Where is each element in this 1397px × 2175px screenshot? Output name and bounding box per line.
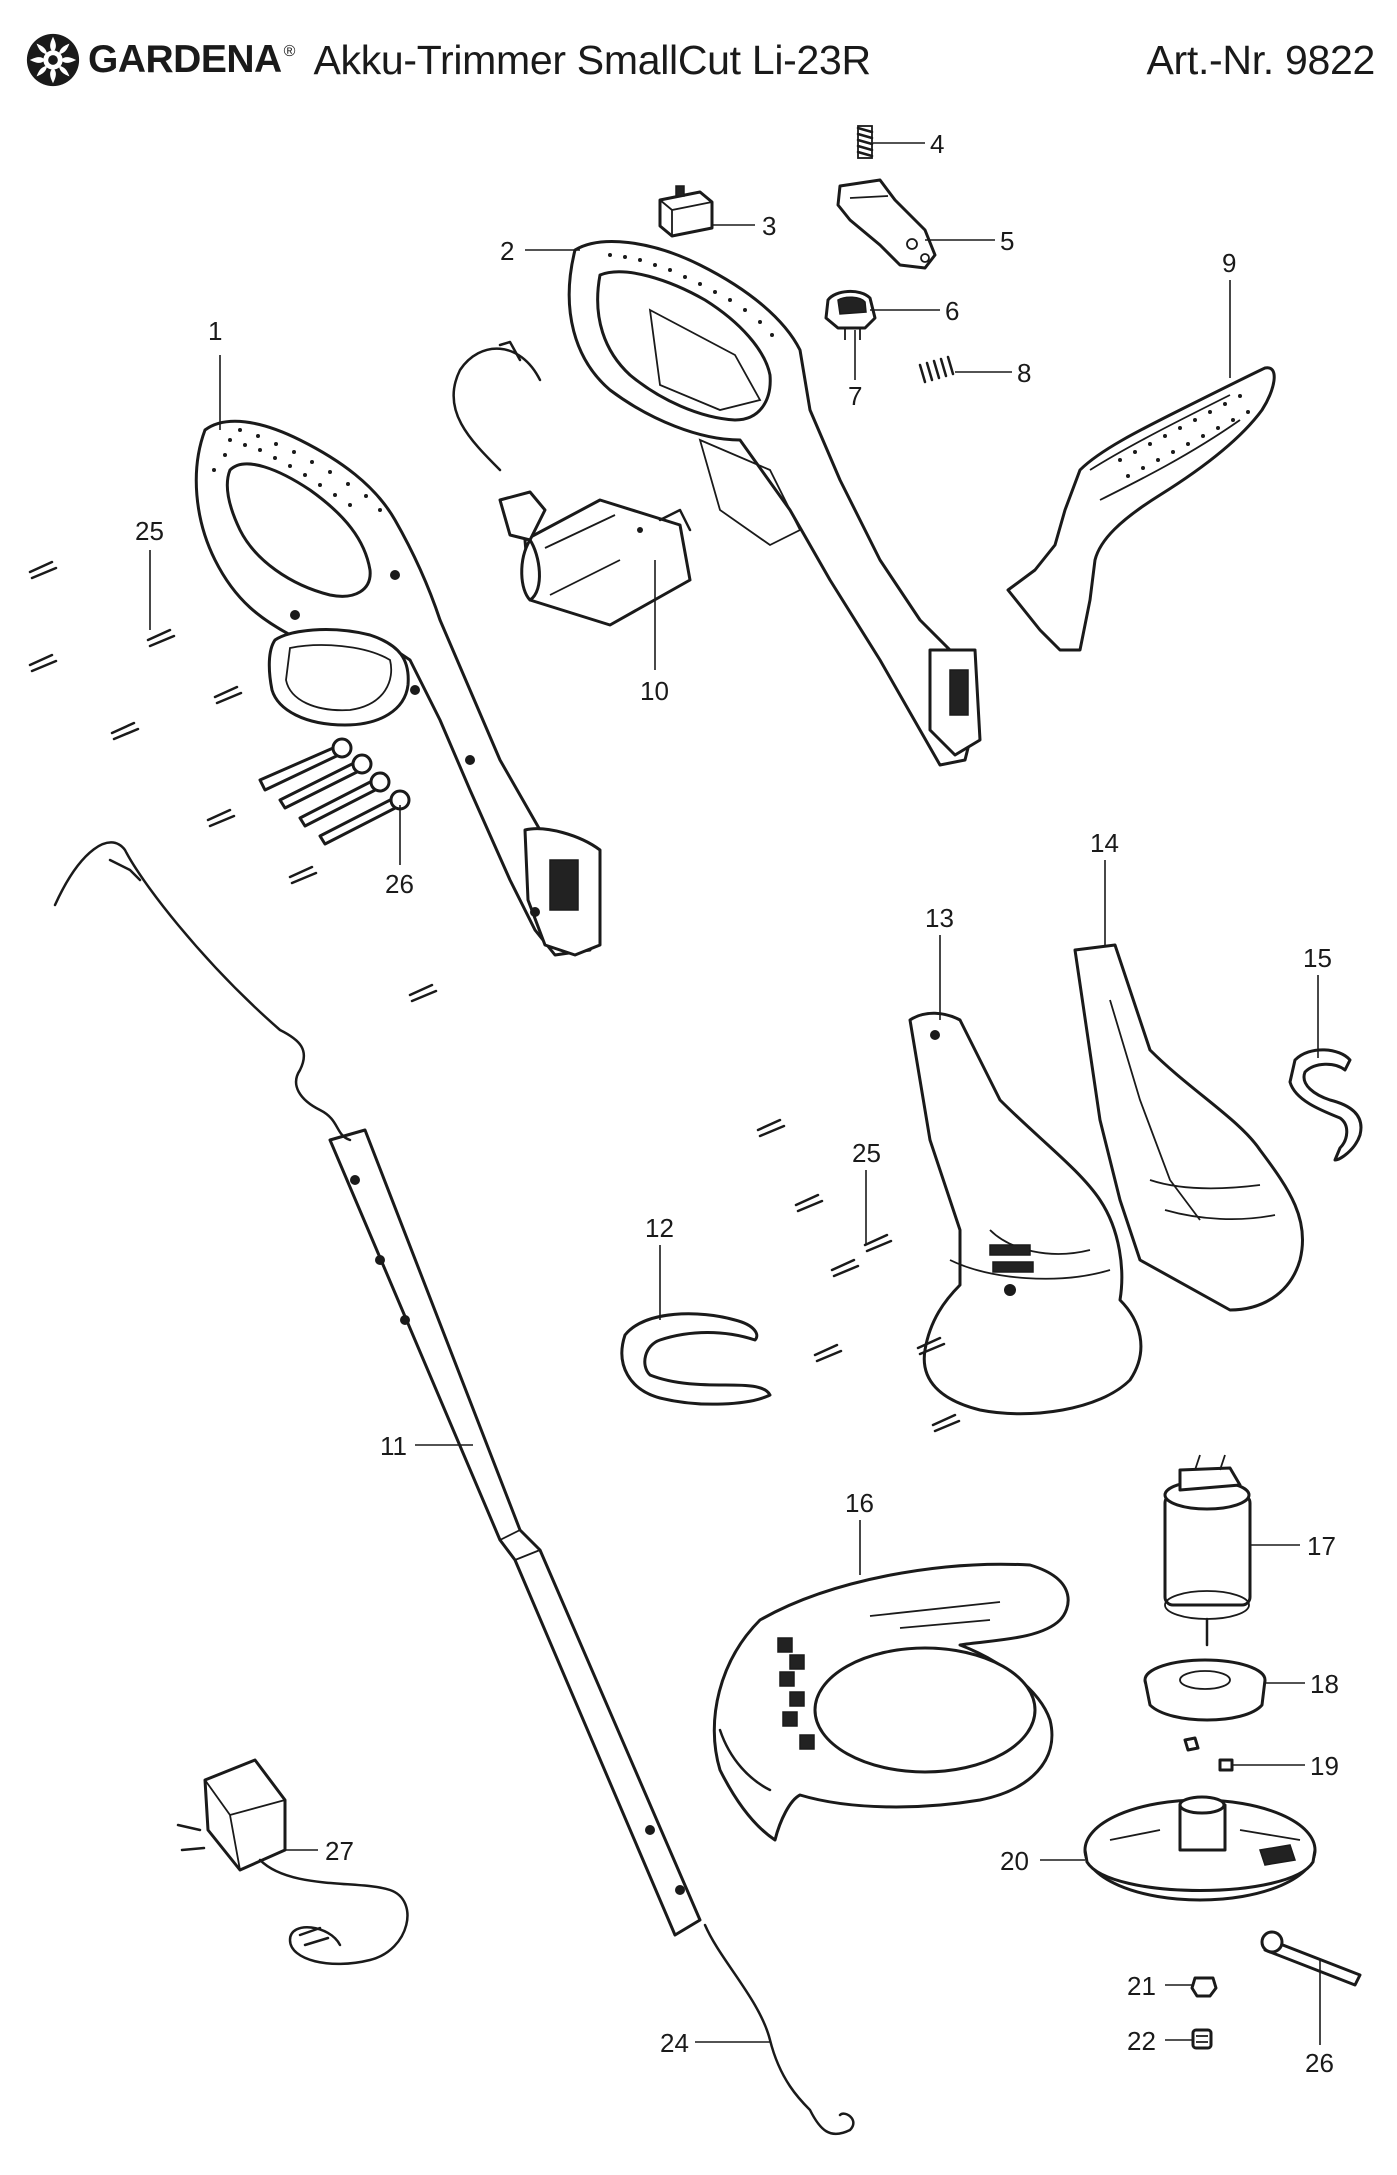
callout-26-lower: 26: [1305, 2048, 1334, 2078]
part-26-blade-lower: [1260, 1930, 1362, 1987]
callout-6: 6: [945, 296, 959, 326]
part-24-lower-wire: [703, 1923, 855, 2136]
part-9-grip-cover: [1006, 366, 1276, 652]
leader-lines: [149, 142, 1321, 2045]
gardena-flower-logo-icon: [26, 33, 80, 87]
part-2-handle-right-shell: [567, 240, 982, 767]
part-10-battery-pack: [452, 340, 692, 627]
callout-22: 22: [1127, 2026, 1156, 2056]
part-11-shaft-tube: [328, 1128, 702, 1937]
callout-19: 19: [1310, 1751, 1339, 1781]
part-15-clip: [1288, 1048, 1363, 1162]
part-21-nut: [1190, 1976, 1218, 1998]
screws-group-upper: [28, 560, 438, 1003]
callout-13: 13: [925, 903, 954, 933]
callout-4: 4: [930, 129, 944, 159]
callout-9: 9: [1222, 248, 1236, 278]
callout-1: 1: [208, 316, 222, 346]
callout-26-upper: 26: [385, 869, 414, 899]
part-19-screws: [1183, 1736, 1234, 1772]
part-13-motor-housing-left: [908, 1011, 1143, 1416]
shaft-cable: [53, 841, 352, 1142]
callout-12: 12: [645, 1213, 674, 1243]
callout-7: 7: [848, 381, 862, 411]
callout-11: 11: [380, 1431, 407, 1461]
callout-27: 27: [325, 1836, 354, 1866]
part-18-motor-flange: [1143, 1658, 1267, 1722]
part-26-blades-upper: [258, 737, 411, 846]
part-22-fastener: [1191, 2028, 1213, 2050]
part-16-protective-guard: [712, 1562, 1070, 1842]
callout-18: 18: [1310, 1669, 1339, 1699]
callout-15: 15: [1303, 943, 1332, 973]
article-number: Art.-Nr. 9822: [1146, 36, 1375, 83]
screws-group-lower: [756, 1118, 961, 1433]
product-title: Akku-Trimmer SmallCut Li-23R: [313, 36, 871, 83]
callout-16: 16: [845, 1488, 874, 1518]
callout-21: 21: [1127, 1971, 1156, 2001]
part-3-micro-switch: [658, 185, 714, 238]
callout-10: 10: [640, 676, 669, 706]
callout-labels: 1 2 3 4 5 6 7 8 9 10 11 12 13 14 15 16 1…: [135, 129, 1339, 2078]
part-27-charger: [176, 1758, 409, 1966]
callout-25-lower: 25: [852, 1138, 881, 1168]
callout-3: 3: [762, 211, 776, 241]
callout-24: 24: [660, 2028, 689, 2058]
header-brand: GARDENA ® Akku-Trimmer SmallCut Li-23R: [24, 28, 871, 92]
part-4-spring: [856, 125, 874, 159]
part-14-motor-housing-right: [1073, 943, 1305, 1312]
callout-14: 14: [1090, 828, 1119, 858]
part-5-switch-lever: [836, 178, 937, 270]
registered-mark: ®: [283, 43, 296, 60]
callout-17: 17: [1307, 1531, 1336, 1561]
brand-name: GARDENA: [88, 38, 282, 81]
callout-20: 20: [1000, 1846, 1029, 1876]
callout-25-upper: 25: [135, 516, 164, 546]
part-1-handle-left-shell: [194, 419, 602, 957]
part-17-motor: [1163, 1454, 1252, 1647]
part-8-spring: [918, 355, 955, 384]
callout-5: 5: [1000, 226, 1014, 256]
part-12-guard-clip: [620, 1312, 772, 1406]
part-20-spool-disc: [1083, 1795, 1317, 1902]
part-6-release-button: [824, 290, 877, 340]
callout-8: 8: [1017, 358, 1031, 388]
callout-2: 2: [500, 236, 514, 266]
